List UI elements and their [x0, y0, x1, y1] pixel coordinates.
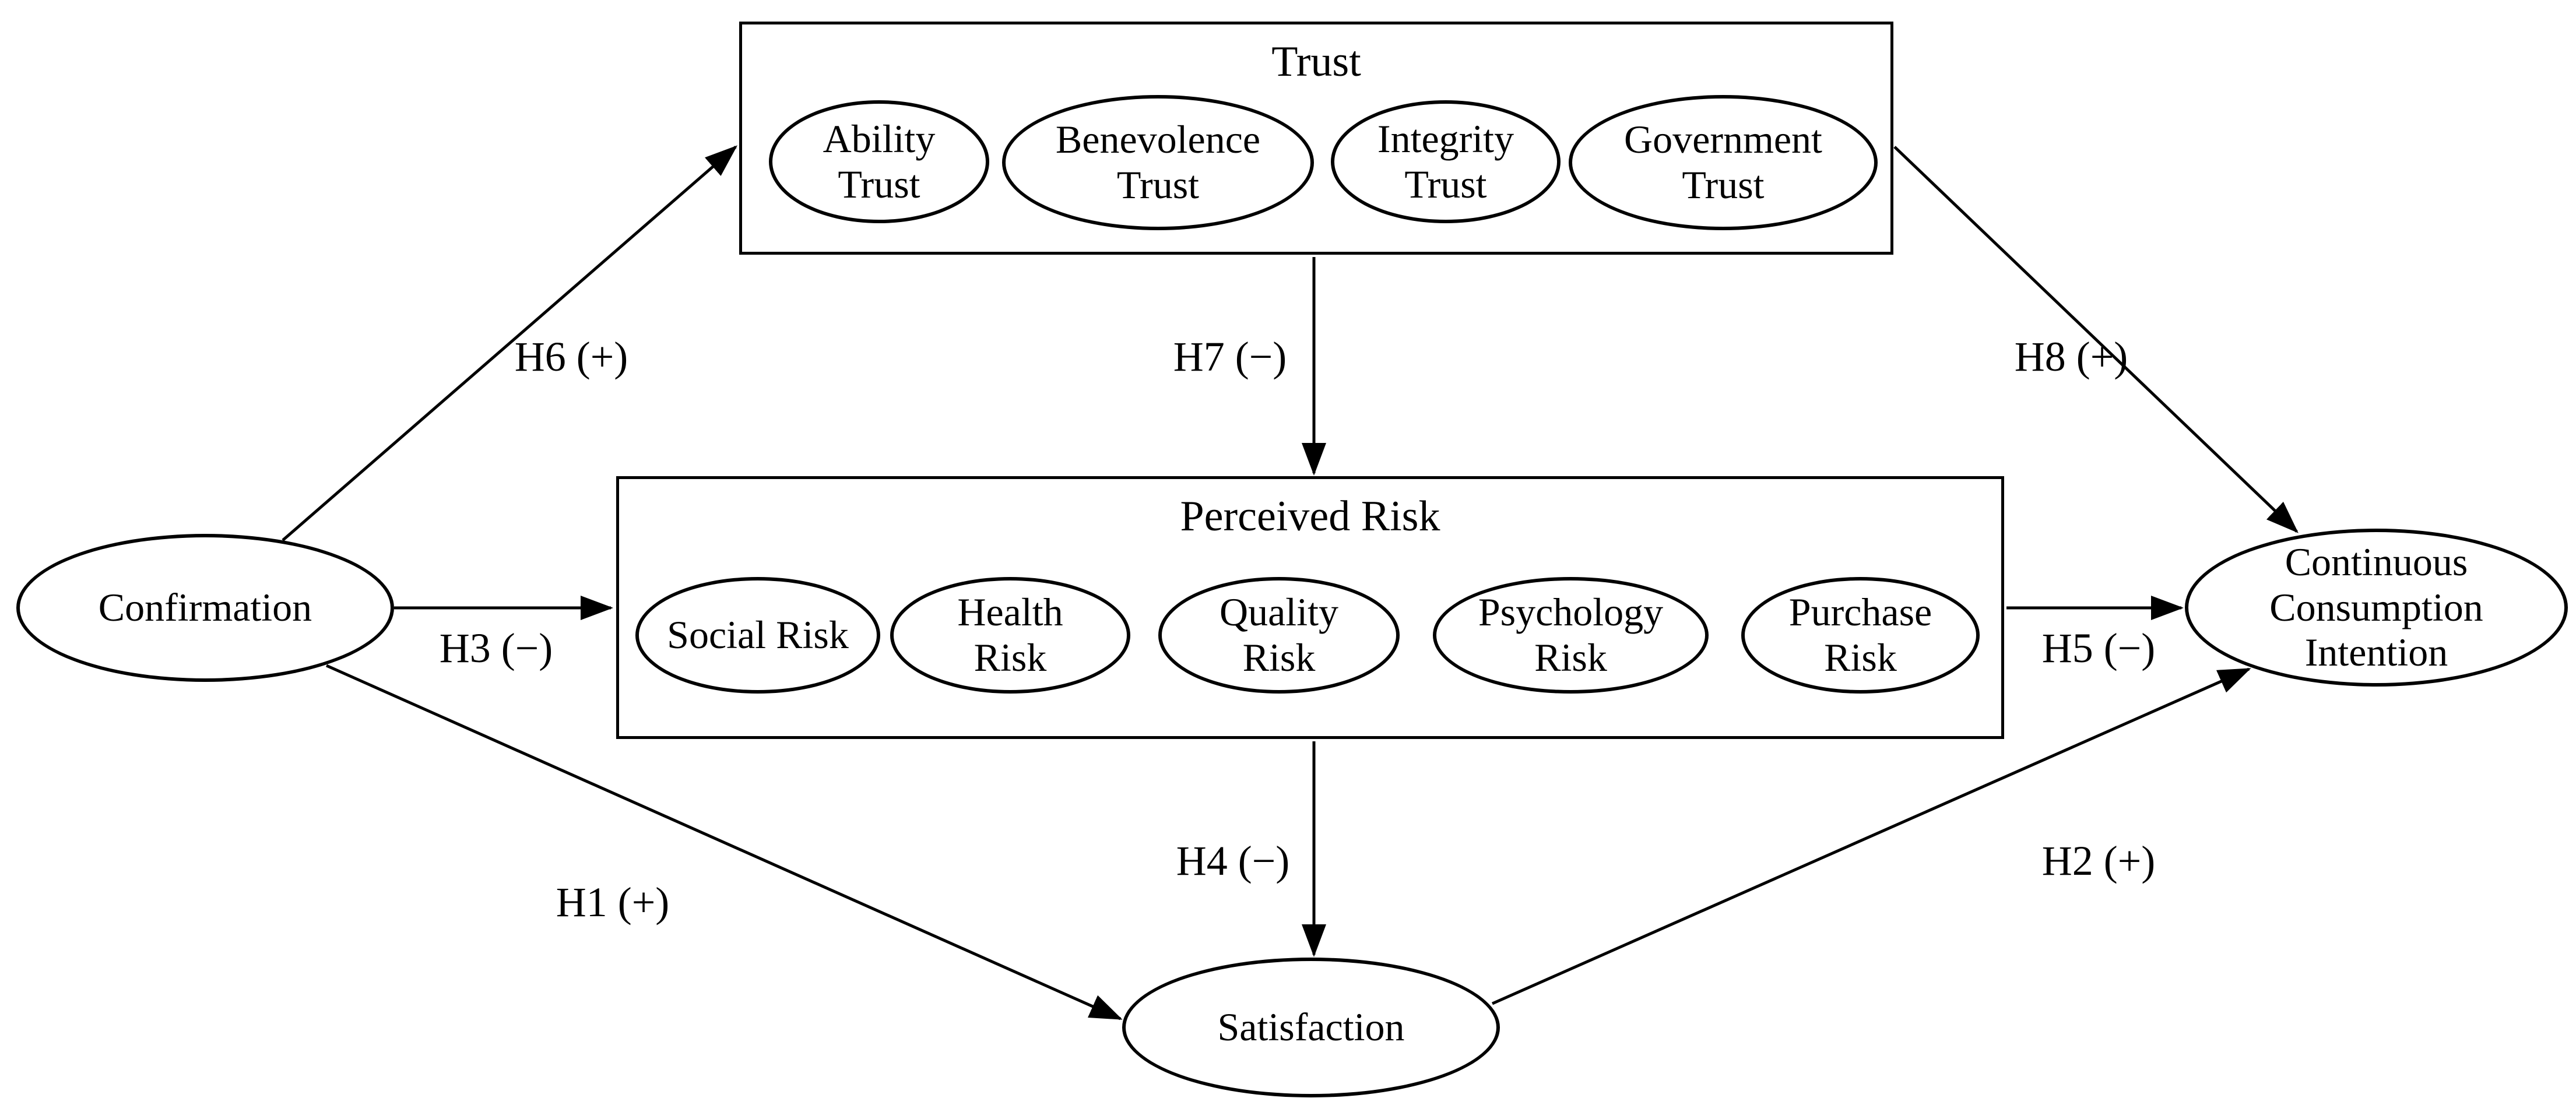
node-continuous-consumption-intention-label: Continuous Consumption Intention — [2269, 540, 2483, 675]
node-continuous-consumption-intention: Continuous Consumption Intention — [2185, 529, 2568, 687]
node-satisfaction-label: Satisfaction — [1217, 1005, 1405, 1050]
node-integrity-trust: Integrity Trust — [1331, 100, 1561, 223]
hypothesis-label-h4: H4 (−) — [1176, 837, 1290, 884]
hypothesis-label-h8: H8 (+) — [2014, 333, 2128, 380]
node-quality-risk: Quality Risk — [1158, 577, 1400, 694]
node-confirmation-label: Confirmation — [98, 585, 312, 630]
risk-group-title: Perceived Risk — [1180, 492, 1440, 540]
hypothesis-label-h7: H7 (−) — [1173, 333, 1287, 380]
node-social-risk: Social Risk — [635, 577, 880, 694]
node-psychology-risk: Psychology Risk — [1433, 577, 1709, 694]
node-social-risk-label: Social Risk — [667, 613, 849, 657]
node-psychology-risk-label: Psychology Risk — [1478, 590, 1664, 680]
hypothesis-label-h5: H5 (−) — [2041, 625, 2156, 671]
node-integrity-trust-label: Integrity Trust — [1377, 116, 1514, 206]
node-health-risk: Health Risk — [890, 577, 1130, 694]
node-benevolence-trust: Benevolence Trust — [1002, 95, 1314, 230]
node-ability-trust-label: Ability Trust — [823, 116, 936, 206]
node-confirmation: Confirmation — [16, 534, 394, 682]
node-quality-risk-label: Quality Risk — [1220, 590, 1338, 680]
hypothesis-label-h3: H3 (−) — [439, 625, 553, 671]
node-purchase-risk: Purchase Risk — [1741, 577, 1980, 694]
node-satisfaction: Satisfaction — [1122, 958, 1500, 1097]
node-health-risk-label: Health Risk — [957, 590, 1063, 680]
node-government-trust: Government Trust — [1569, 95, 1878, 230]
hypothesis-label-h6: H6 (+) — [514, 333, 628, 380]
node-benevolence-trust-label: Benevolence Trust — [1055, 117, 1261, 207]
trust-group-title: Trust — [1271, 38, 1361, 86]
hypothesis-label-h2: H2 (+) — [2041, 837, 2156, 884]
node-purchase-risk-label: Purchase Risk — [1788, 590, 1932, 680]
node-government-trust-label: Government Trust — [1624, 117, 1822, 207]
hypothesis-label-h1: H1 (+) — [556, 879, 670, 926]
node-ability-trust: Ability Trust — [769, 100, 989, 223]
